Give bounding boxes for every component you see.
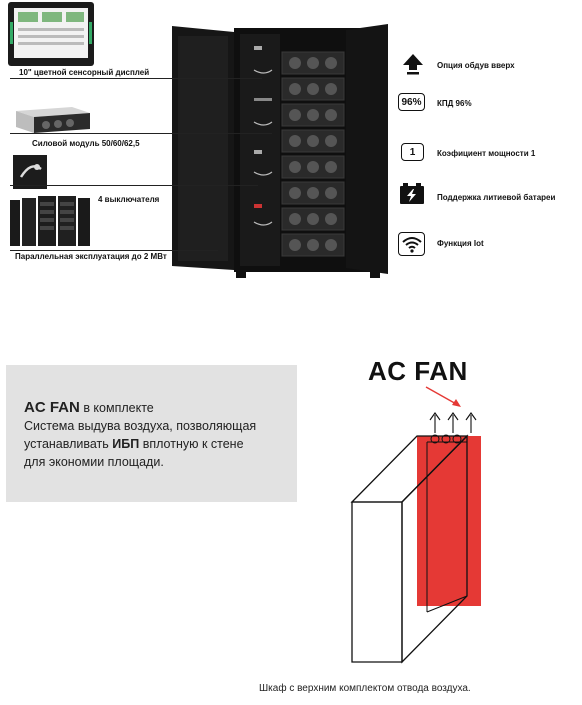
leader-line-parallel [10, 250, 218, 251]
fan-module [417, 436, 481, 606]
cabinet-diagram [350, 386, 481, 664]
switch-image [13, 155, 47, 189]
arrow-up-icon [403, 54, 423, 75]
feature-label-power-factor: Коэфициент мощности 1 [437, 149, 536, 158]
wifi-icon [401, 237, 422, 253]
panel-line-1: AC FAN в комплекте [24, 399, 154, 416]
parallel-cabinets-image [10, 196, 90, 246]
panel-text: AC FAN в комплекте Система выдува воздух… [24, 399, 256, 471]
efficiency-badge: 96% [398, 93, 425, 111]
leader-line-module [10, 133, 272, 134]
panel-line-3: устанавливать ИБП вплотную к стене [24, 437, 244, 451]
feature-label-battery: Поддержка литиевой батареи [437, 193, 556, 202]
power-module-image [16, 107, 90, 133]
ac-fan-title: AC FAN [368, 356, 468, 386]
diagram-caption: Шкаф с верхним комплектом отвода воздуха… [259, 683, 471, 694]
parallel-label: Параллельная эксплуатация до 2 МВт [15, 252, 167, 261]
wifi-badge [398, 232, 425, 256]
leader-line-switches [10, 185, 258, 186]
power-factor-badge: 1 [401, 143, 424, 161]
panel-line-2: Система выдува воздуха, позволяющая [24, 419, 257, 433]
switches-label: 4 выключателя [98, 195, 160, 204]
ups-cabinet-image [172, 24, 388, 278]
power-module-label: Силовой модуль 50/60/62,5 [32, 139, 140, 148]
panel-brand: AC FAN [24, 399, 80, 416]
leader-line-display [10, 78, 262, 79]
feature-label-airflow: Опция обдув вверх [437, 61, 515, 70]
feature-label-iot: Функция Iot [437, 239, 484, 248]
ac-fan-description-panel: AC FAN в комплекте Система выдува воздух… [6, 365, 297, 502]
battery-icon [400, 183, 424, 204]
touch-display-image [8, 2, 94, 66]
feature-label-efficiency: КПД 96% [437, 99, 472, 108]
display-label: 10" цветной сенсорный дисплей [19, 68, 150, 77]
panel-line-4: для экономии площади. [24, 455, 164, 469]
